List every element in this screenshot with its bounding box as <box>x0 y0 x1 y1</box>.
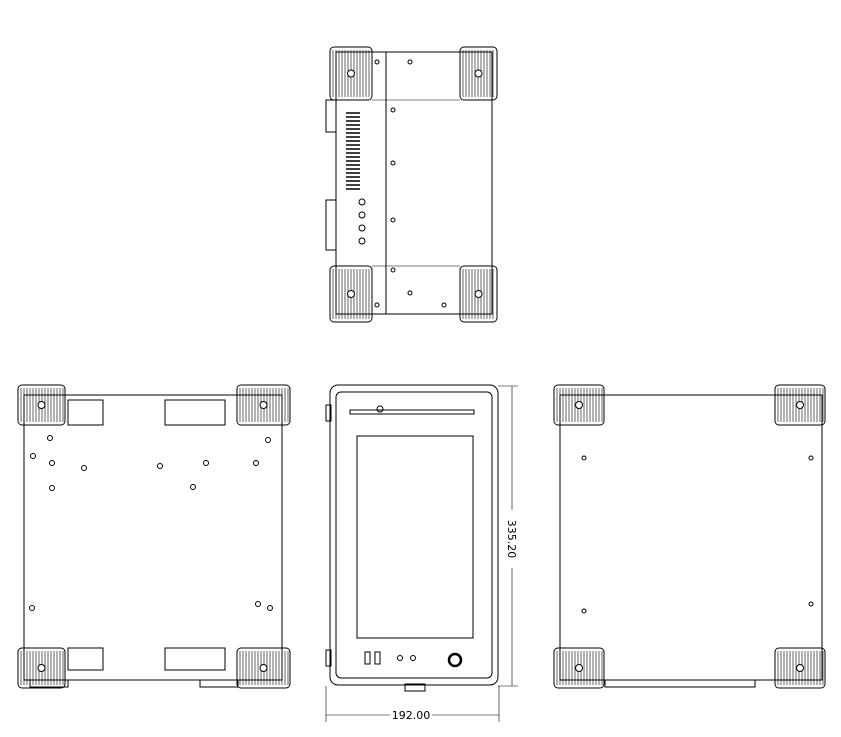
screws <box>374 59 447 308</box>
screws <box>29 435 273 611</box>
height-dimension-label: 335.20 <box>505 520 518 559</box>
rubber-bumper <box>774 384 826 426</box>
rubber-bumper <box>17 384 66 426</box>
front-view <box>325 384 499 692</box>
side-body <box>23 394 283 681</box>
height-dimension: 335.20 <box>498 385 518 687</box>
screen <box>356 435 474 639</box>
rubber-bumper <box>553 384 605 426</box>
left-side-view <box>23 394 283 688</box>
rubber-bumper <box>553 647 605 689</box>
screw-icon <box>575 664 583 672</box>
latches <box>67 399 226 671</box>
usb-port <box>364 651 371 665</box>
screw-icon <box>474 69 483 78</box>
width-dimension: 192.00 <box>325 686 500 722</box>
screw-icon <box>575 401 583 409</box>
screw-icon <box>347 69 355 78</box>
rubber-bumper <box>774 647 826 689</box>
top-slot <box>349 409 475 415</box>
screw-icon <box>796 401 804 409</box>
led-indicator <box>397 655 403 661</box>
top-view-body <box>335 51 493 315</box>
screw-icon <box>796 664 804 672</box>
screw-icon <box>37 664 46 672</box>
usb-port <box>374 651 381 665</box>
width-dimension-label: 192.00 <box>392 709 431 722</box>
screw-icon <box>259 401 268 409</box>
rubber-bumper <box>459 265 498 323</box>
screw-icon <box>474 290 483 298</box>
screws <box>581 455 814 614</box>
led-indicator <box>410 655 416 661</box>
rubber-bumper <box>17 647 66 689</box>
side-latch <box>325 99 337 133</box>
rubber-bumper <box>459 46 498 101</box>
bumpers <box>17 46 826 689</box>
screw-icon <box>347 290 355 298</box>
power-button <box>447 652 463 668</box>
screw-icon <box>259 664 268 672</box>
front-housing <box>329 384 499 686</box>
rubber-bumper <box>329 46 373 101</box>
indicator-circles <box>358 198 366 245</box>
rubber-bumper <box>236 647 291 689</box>
camera-icon <box>376 405 384 413</box>
front-bezel <box>335 391 493 679</box>
vent-slots <box>346 112 360 190</box>
screw-icon <box>37 401 46 409</box>
side-latch <box>325 199 337 251</box>
top-view <box>325 51 493 315</box>
side-body <box>559 394 823 681</box>
right-side-view <box>559 394 823 688</box>
